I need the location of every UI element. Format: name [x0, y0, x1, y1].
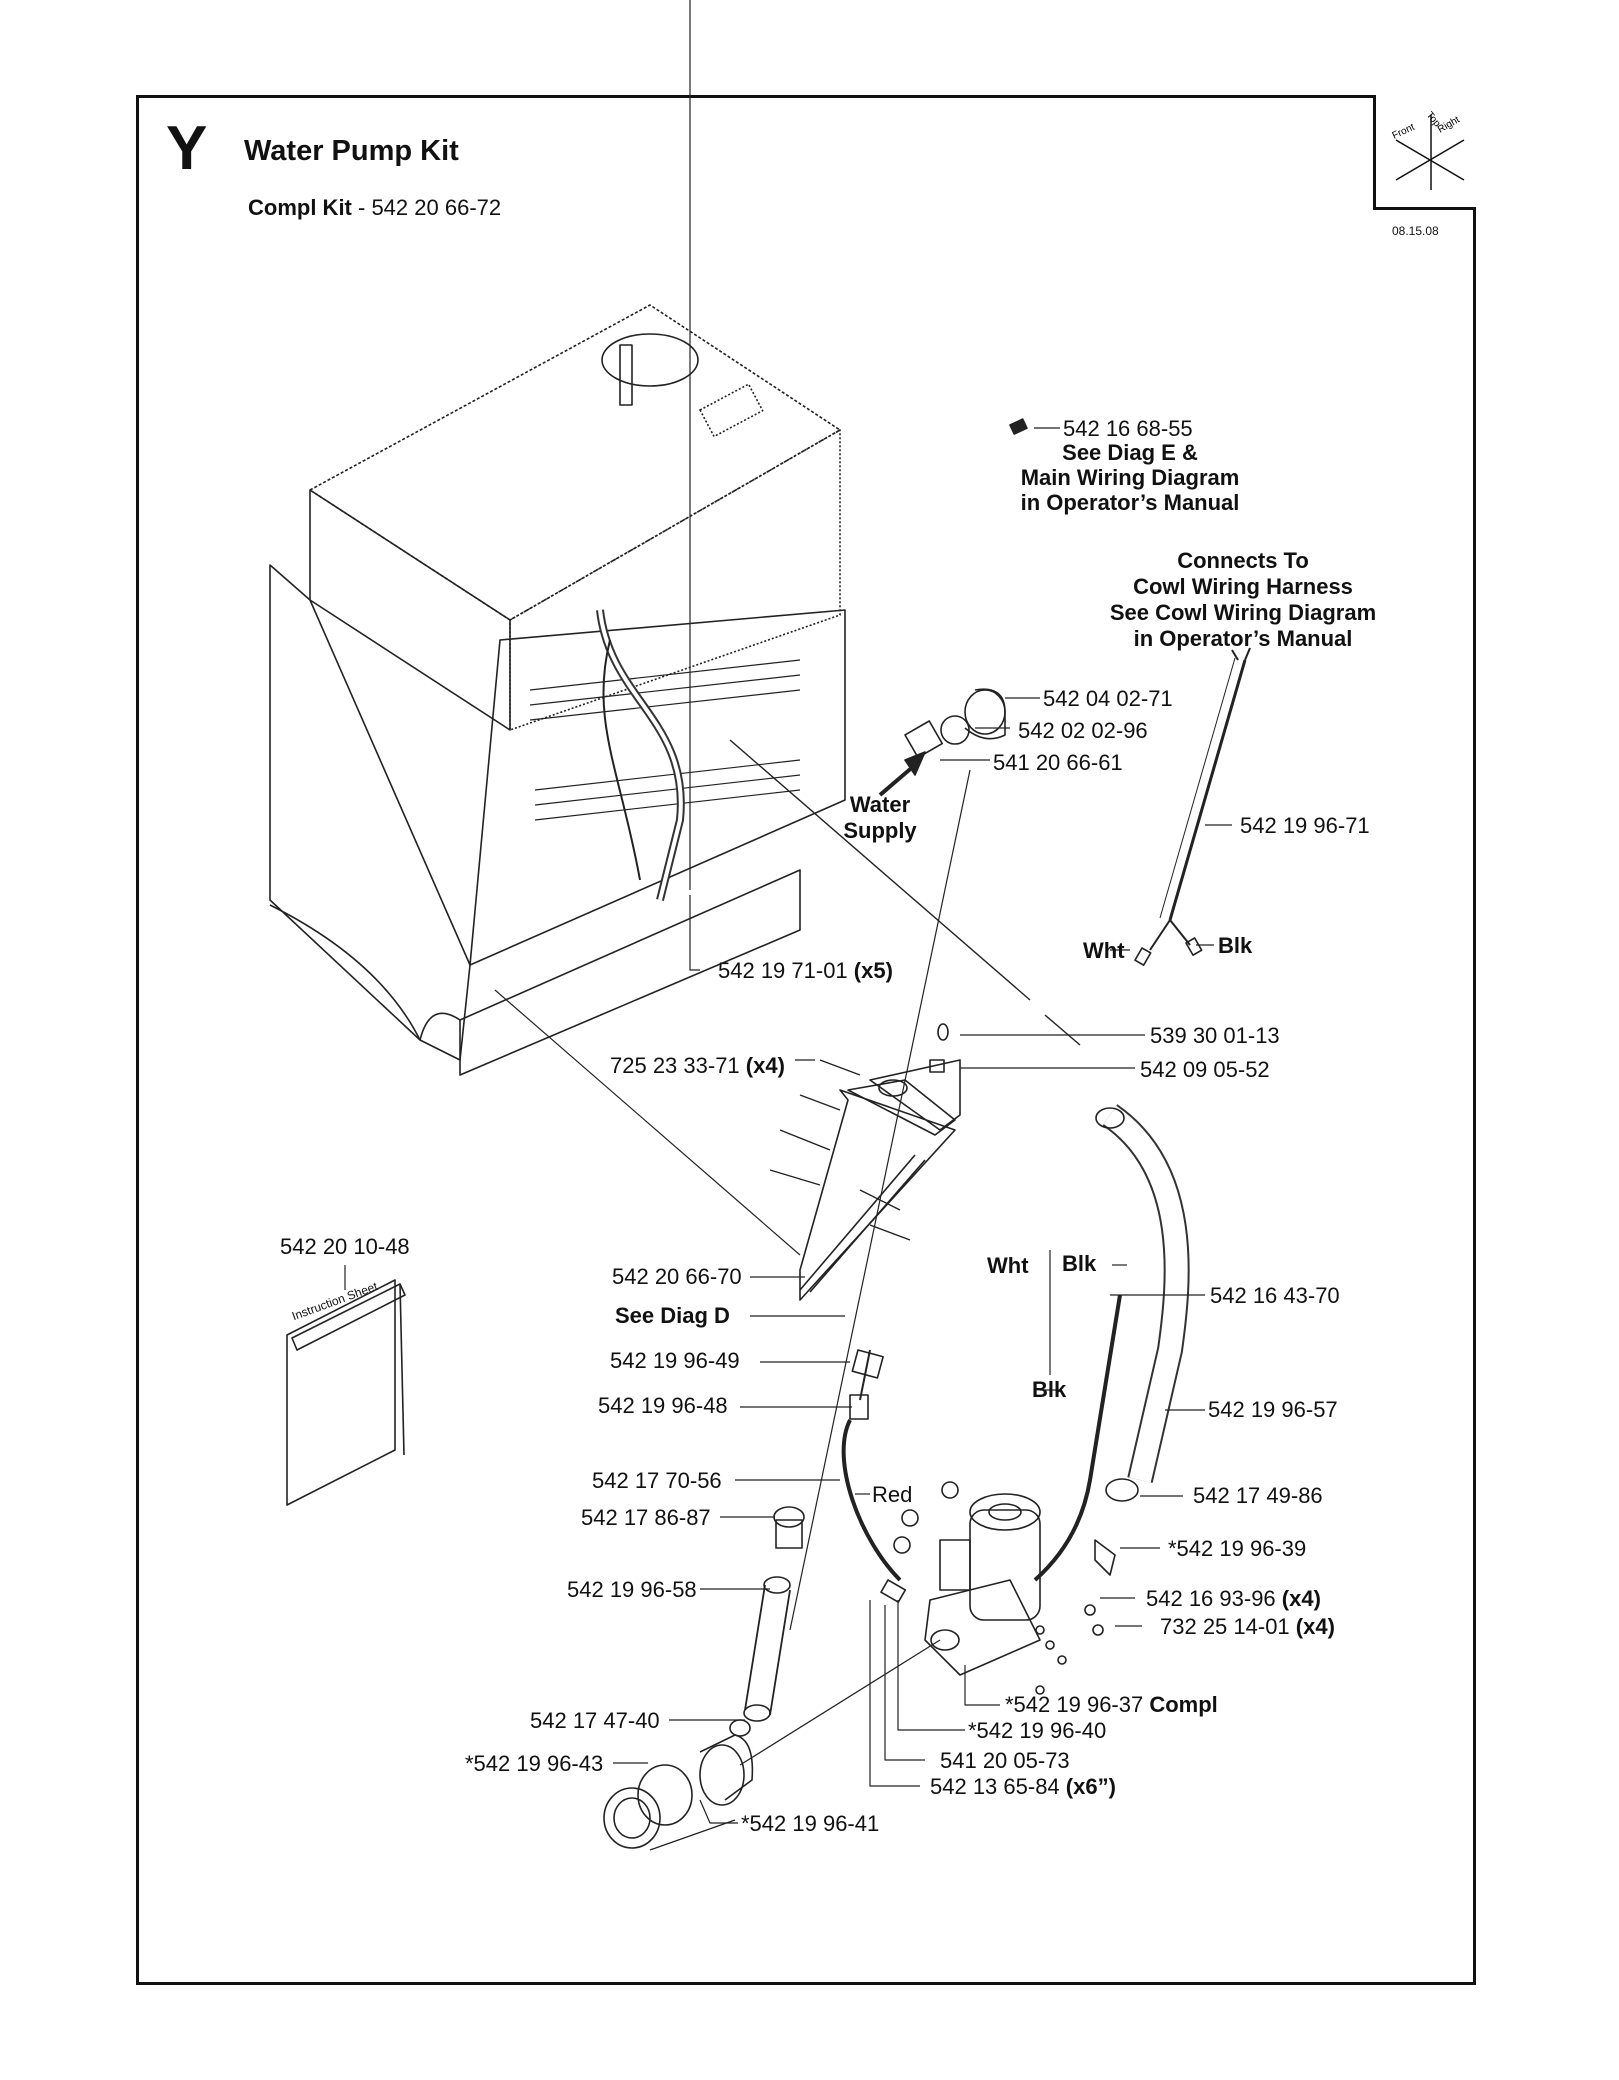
revision-date: 08.15.08 — [1392, 224, 1439, 238]
part-label: *542 19 96-43 — [465, 1751, 604, 1776]
part-label: 541 20 05-73 — [940, 1748, 1070, 1773]
note-cowl-2: Cowl Wiring Harness — [1133, 574, 1353, 599]
part-number: 542 13 65-84 — [930, 1774, 1060, 1799]
part-label: 542 13 65-84 (x6”) — [930, 1774, 1116, 1800]
part-label: *542 19 96-40 — [968, 1718, 1107, 1743]
wire-color-label: Wht — [1083, 938, 1125, 963]
part-qty: (x4) — [1295, 1614, 1335, 1639]
water-supply-1: Water — [849, 792, 911, 817]
part-label: *542 19 96-41 — [741, 1811, 880, 1836]
part-number: 542 19 71-01 — [718, 958, 848, 983]
compass-right-label: Right — [1436, 114, 1462, 135]
section-letter: Y — [166, 114, 208, 183]
part-label: 542 19 96-57 — [1208, 1397, 1338, 1422]
part-label: 542 17 70-56 — [592, 1468, 722, 1493]
water-supply-2: Supply — [843, 818, 917, 843]
part-label: *542 19 96-37 Compl — [1005, 1692, 1218, 1718]
wire-color-label: Wht — [987, 1253, 1029, 1278]
part-label: 541 20 66-61 — [993, 750, 1123, 775]
part-number: 725 23 33-71 — [610, 1053, 740, 1078]
part-label: *542 19 96-39 — [1168, 1536, 1307, 1561]
wire-color-label: Blk — [1062, 1251, 1097, 1276]
kit-number: - 542 20 66-72 — [351, 195, 502, 220]
note-cowl-1: Connects To — [1177, 548, 1309, 573]
part-qty: (x4) — [745, 1053, 785, 1078]
part-qty: (x5) — [853, 958, 893, 983]
part-label: 542 19 96-49 — [610, 1348, 740, 1373]
note-diag-e-3: in Operator’s Manual — [1020, 490, 1240, 515]
part-label: 542 19 96-48 — [598, 1393, 728, 1418]
part-label: 542 09 05-52 — [1140, 1057, 1270, 1082]
note-diag-e-1: See Diag E & — [1062, 440, 1198, 465]
part-qty: (x4) — [1281, 1586, 1321, 1611]
part-label: 542 20 66-70 — [612, 1264, 742, 1289]
part-number: 542 16 93-96 — [1146, 1586, 1276, 1611]
part-qty: Compl — [1149, 1692, 1218, 1717]
part-label: 542 19 96-58 — [567, 1577, 697, 1602]
see-diag-d: See Diag D — [615, 1303, 730, 1328]
part-label: 542 04 02-71 — [1043, 686, 1173, 711]
part-label: 542 19 96-71 — [1240, 813, 1370, 838]
page-title: Water Pump Kit — [244, 135, 459, 167]
part-label: 542 16 93-96 (x4) — [1146, 1586, 1321, 1612]
note-diag-e-2: Main Wiring Diagram — [1020, 465, 1240, 490]
part-label: 542 16 68-55 — [1063, 416, 1193, 441]
page-border — [136, 95, 1476, 1985]
part-label: 542 17 49-86 — [1193, 1483, 1323, 1508]
part-label: 542 19 71-01 (x5) — [718, 958, 893, 984]
compass-axes-icon: Top Front Right — [1391, 110, 1465, 190]
part-label: 542 20 10-48 — [280, 1234, 410, 1259]
part-label: 542 17 47-40 — [530, 1708, 660, 1733]
note-cowl-3: See Cowl Wiring Diagram — [1109, 600, 1377, 625]
note-cowl-4: in Operator’s Manual — [1133, 626, 1353, 651]
part-label: 542 16 43-70 — [1210, 1283, 1340, 1308]
wire-color-label: Blk — [1218, 933, 1253, 958]
wire-color-label: Blk — [1032, 1377, 1067, 1402]
compass-front-label: Front — [1391, 122, 1417, 142]
part-number: *542 19 96-37 — [1005, 1692, 1144, 1717]
kit-label: Compl Kit — [248, 195, 352, 220]
part-label: 542 02 02-96 — [1018, 718, 1148, 743]
kit-line: Compl Kit - 542 20 66-72 — [248, 195, 501, 221]
part-label: 725 23 33-71 (x4) — [610, 1053, 785, 1079]
part-number: 732 25 14-01 — [1160, 1614, 1290, 1639]
part-qty: (x6”) — [1065, 1774, 1116, 1799]
wire-color-label: Red — [872, 1482, 913, 1507]
orientation-compass: Top Front Right — [1373, 95, 1476, 210]
part-label: 539 30 01-13 — [1150, 1023, 1280, 1048]
part-label: 732 25 14-01 (x4) — [1160, 1614, 1335, 1640]
part-label: 542 17 86-87 — [581, 1505, 711, 1530]
